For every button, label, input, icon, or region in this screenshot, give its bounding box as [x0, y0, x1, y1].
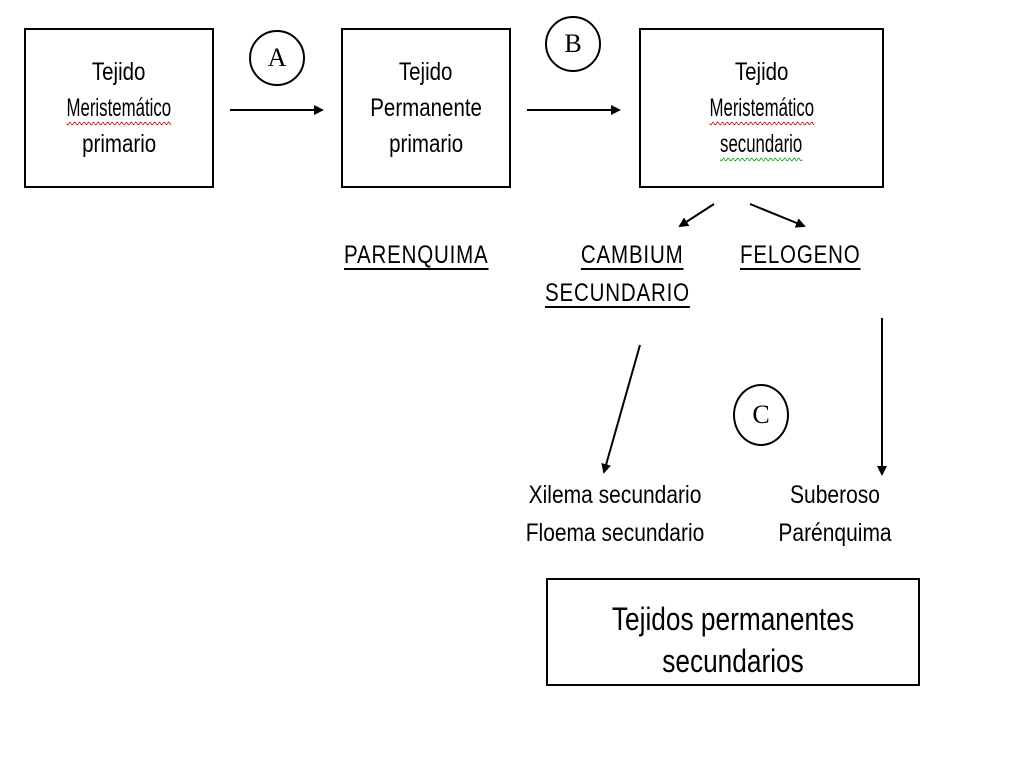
- box-line: primario: [388, 130, 464, 158]
- box-line: Tejidos permanentes: [611, 601, 855, 637]
- product-line: Floema secundario: [525, 519, 705, 547]
- box-secondary-meristematic-tissue: Tejido Meristemático secundario: [639, 28, 884, 188]
- box-line: Meristemático: [55, 90, 183, 126]
- box-line: secundarios: [662, 643, 804, 679]
- box-line-underlined: Meristemático: [709, 94, 814, 122]
- marker-letter: A: [267, 43, 287, 72]
- marker-c: C: [733, 384, 789, 446]
- box-line: secundario: [711, 126, 811, 162]
- box-line-underlined: secundario: [720, 130, 803, 158]
- label-line: CAMBIUM: [580, 241, 684, 269]
- box-line-underlined: Meristemático: [66, 94, 172, 122]
- box-secondary-permanent-tissues: Tejidos permanentes secundarios: [546, 578, 920, 686]
- label-parenquima: PARENQUIMA: [344, 241, 489, 269]
- product-line: Suberoso: [790, 481, 880, 509]
- box-line: Tejido: [399, 58, 453, 86]
- cambium-products: Xilema secundario Floema secundario: [507, 476, 722, 552]
- arrow-to-cambium: [678, 203, 715, 228]
- marker-a: A: [249, 30, 305, 86]
- marker-letter: B: [564, 29, 582, 58]
- box-line: Meristemático: [698, 90, 826, 126]
- marker-b: B: [545, 16, 601, 72]
- product-line: Parénquima: [778, 519, 892, 547]
- box-line: Tejido: [734, 58, 789, 86]
- label-cambium: CAMBIUM SECUNDARIO: [545, 236, 690, 312]
- box-line: Permanente: [370, 94, 482, 122]
- box-line: primario: [81, 130, 157, 158]
- label-line: SECUNDARIO: [545, 279, 690, 307]
- arrow-to-felogeno: [749, 203, 806, 228]
- box-line: Tejido: [92, 58, 146, 86]
- box-primary-permanent-tissue: Tejido Permanente primario: [341, 28, 511, 188]
- marker-letter: C: [752, 400, 770, 429]
- felogeno-products: Suberoso Parénquima: [772, 476, 898, 552]
- arrow-cambium-products: [601, 344, 641, 474]
- product-line: Xilema secundario: [528, 481, 702, 509]
- box-primary-meristematic-tissue: Tejido Meristemático primario: [24, 28, 214, 188]
- label-felogeno: FELOGENO: [740, 241, 861, 269]
